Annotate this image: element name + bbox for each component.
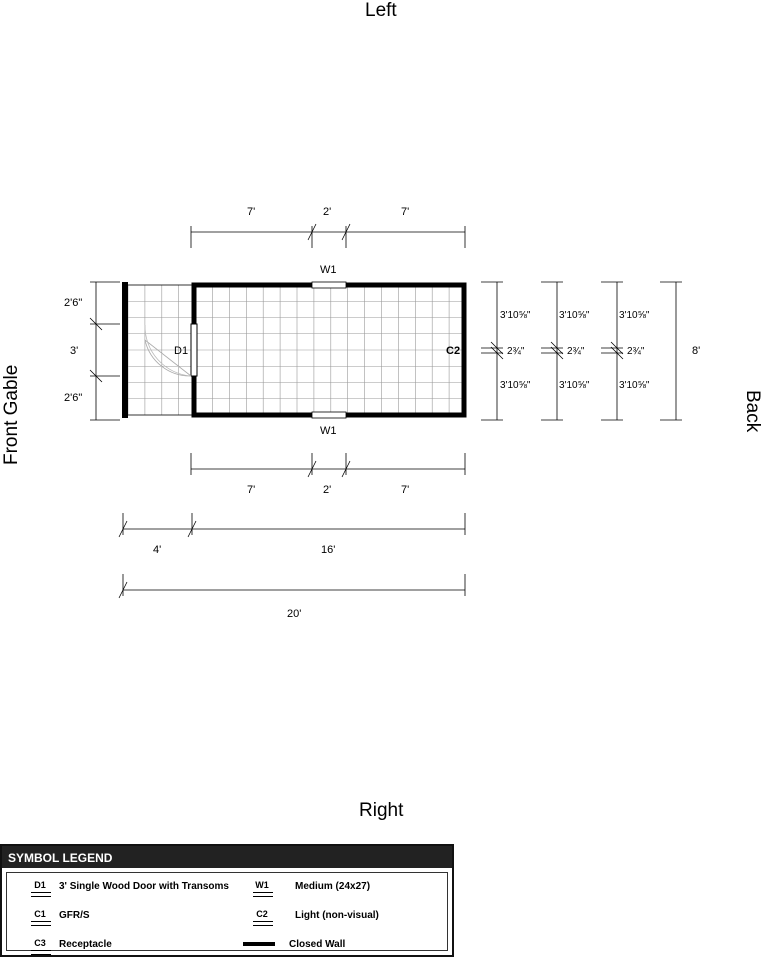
dimension-line xyxy=(550,346,564,360)
dim-main: 16' xyxy=(321,544,335,556)
dim-bottom-1: 7' xyxy=(247,484,255,496)
door-label: D1 xyxy=(174,345,188,357)
window-w1-bottom xyxy=(311,411,347,419)
dim-right-bottom-2: 3'10⅝" xyxy=(559,380,590,391)
dim-right-overall: 8' xyxy=(692,345,700,357)
dim-right-mid-1: 2¾" xyxy=(507,346,525,357)
dim-bottom-3: 7' xyxy=(401,484,409,496)
dim-right-top-2: 3'10⅝" xyxy=(559,310,590,321)
left-dimension xyxy=(89,281,120,421)
dim-overall: 20' xyxy=(287,608,301,620)
dimension-line xyxy=(610,346,624,360)
dim-left-top: 2'6" xyxy=(64,297,82,309)
dim-bottom-2: 2' xyxy=(323,484,331,496)
right-dimension-stacks xyxy=(481,281,682,421)
window-symbol-icon: W1 xyxy=(247,876,277,900)
light-symbol-icon: C2 xyxy=(247,905,277,929)
dim-porch: 4' xyxy=(153,544,161,556)
floor-grid xyxy=(125,284,464,416)
door-swing-arc xyxy=(144,324,192,377)
dimension-line xyxy=(490,346,504,360)
floor-plan: D1 W1 W1 C2 7' 2' 7' 7' 2' 7' 4' 16' xyxy=(64,206,700,620)
component-label-c2: C2 xyxy=(446,345,460,357)
porch-post xyxy=(122,282,128,418)
legend-body: D1 3' Single Wood Door with Transoms W1 … xyxy=(6,872,448,955)
section-dimension xyxy=(118,513,466,538)
top-dimension xyxy=(190,223,466,248)
door-symbol-icon: D1 xyxy=(25,876,55,900)
dim-top-3: 7' xyxy=(401,206,409,218)
door-swing xyxy=(144,338,192,377)
window-w1-top xyxy=(311,281,347,289)
dim-right-bottom-3: 3'10⅝" xyxy=(619,380,650,391)
window-label-bottom: W1 xyxy=(320,425,337,437)
window-label-top: W1 xyxy=(320,264,337,276)
dim-left-mid: 3' xyxy=(70,345,78,357)
dimension-line xyxy=(490,341,504,355)
side-label-left: Left xyxy=(365,0,397,21)
door-d1 xyxy=(190,323,198,377)
receptacle-symbol-icon: C3 xyxy=(25,934,55,958)
dim-top-2: 2' xyxy=(323,206,331,218)
legend-title: SYMBOL LEGEND xyxy=(2,846,452,868)
dim-right-top-3: 3'10⅝" xyxy=(619,310,650,321)
dim-left-bottom: 2'6" xyxy=(64,392,82,404)
dim-right-bottom-1: 3'10⅝" xyxy=(500,380,531,391)
dim-top-1: 7' xyxy=(247,206,255,218)
bottom-dimension xyxy=(190,453,466,478)
dim-right-top-1: 3'10⅝" xyxy=(500,310,531,321)
symbol-legend: SYMBOL LEGEND D1 3' Single Wood Door wit… xyxy=(0,844,454,957)
dimension-line xyxy=(550,341,564,355)
closed-wall-symbol-icon xyxy=(243,934,275,958)
overall-dimension xyxy=(118,574,466,599)
dimension-line xyxy=(610,341,624,355)
dim-right-mid-2: 2¾" xyxy=(567,346,585,357)
gfr-symbol-icon: C1 xyxy=(25,905,55,929)
side-label-right: Right xyxy=(359,800,404,821)
dim-right-mid-3: 2¾" xyxy=(627,346,645,357)
